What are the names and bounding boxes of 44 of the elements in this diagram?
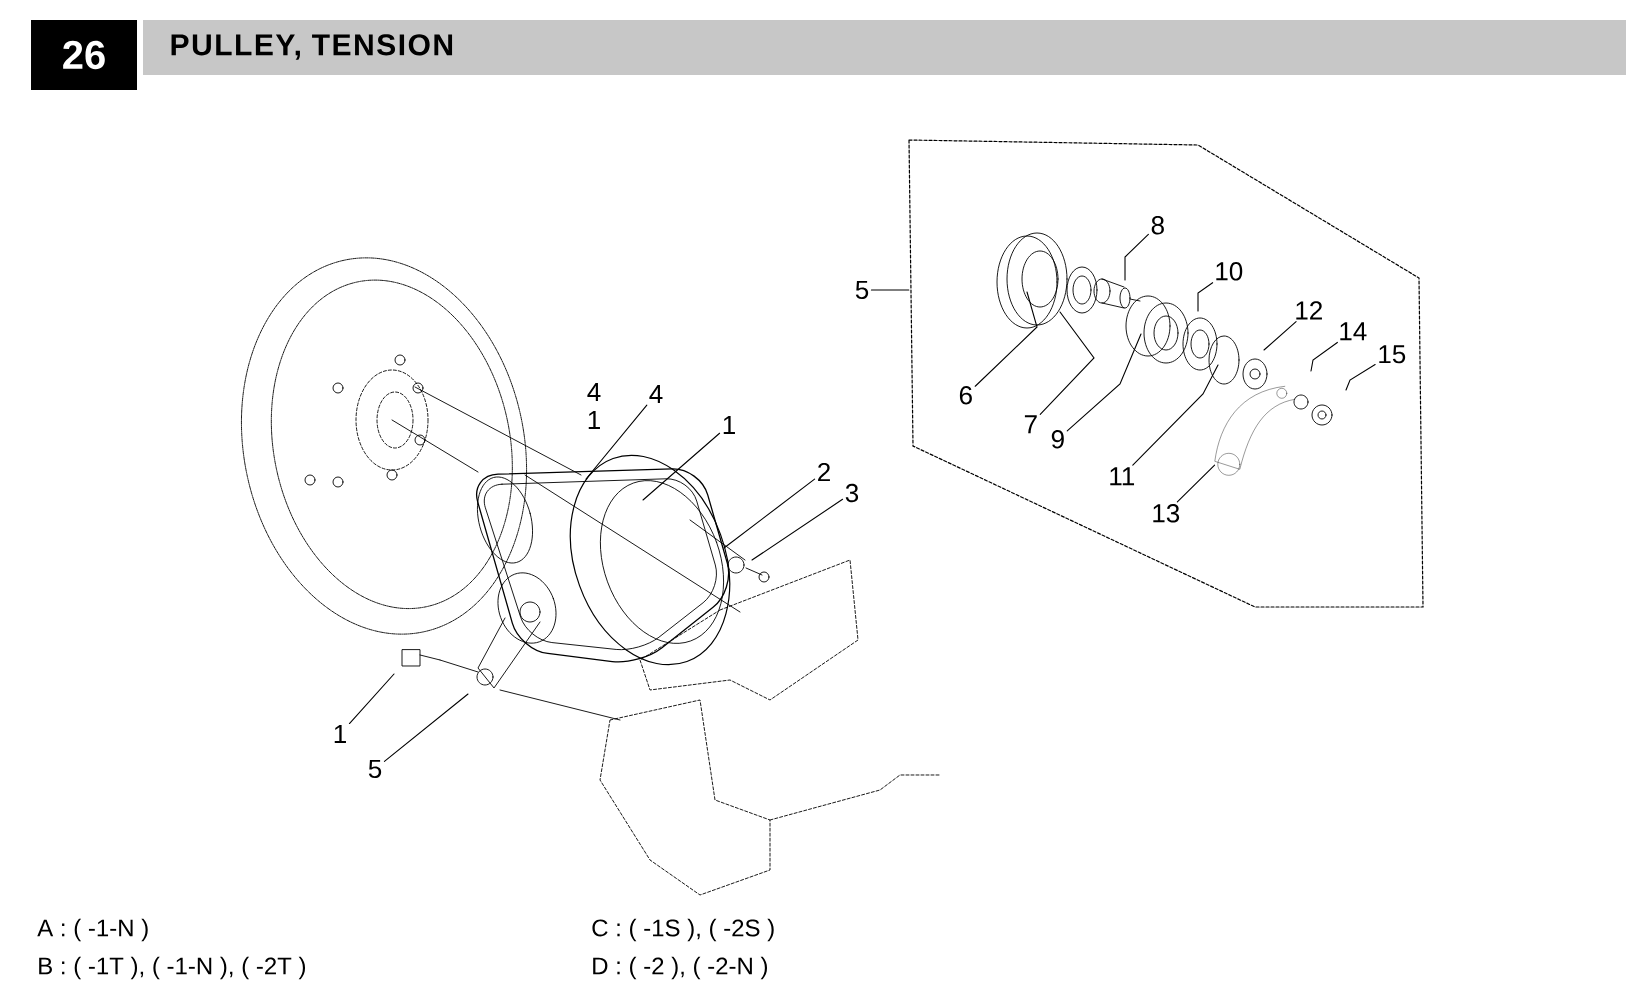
callout-number: 4	[587, 383, 601, 401]
callout-number: 9	[1051, 430, 1064, 449]
variant-note: D : ( -2 ), ( -2-N )	[593, 956, 767, 980]
leader-line	[751, 498, 844, 561]
title: PULLEY, TENSION	[171, 34, 453, 60]
callout-number: 15	[1379, 345, 1406, 364]
callout-number: 1	[588, 411, 600, 429]
variant-note: C : ( -1S ), ( -2S )	[592, 918, 774, 942]
callout-number: 14	[1340, 322, 1367, 341]
leader-line	[1197, 282, 1214, 312]
tension-arm-drawing	[1214, 386, 1295, 476]
leader-line	[1039, 311, 1095, 415]
dashed-outline	[908, 139, 1424, 608]
leader-line	[870, 289, 910, 291]
leader-line	[723, 478, 816, 549]
leader-line	[1066, 333, 1142, 432]
leader-line	[383, 693, 469, 762]
leader-line	[1310, 341, 1338, 372]
variant-note: B : ( -1T ), ( -1-N ), ( -2T )	[39, 956, 306, 980]
callout-number: 4	[649, 385, 663, 403]
callout-number: 12	[1296, 301, 1322, 320]
callout-number: 11	[1110, 467, 1135, 486]
callout-number: 13	[1153, 504, 1180, 523]
leader-line	[1345, 364, 1376, 391]
callout-number: 7	[1024, 415, 1037, 434]
callout-number: 5	[368, 759, 382, 779]
leader-line	[642, 432, 721, 501]
leader-line	[585, 404, 648, 480]
callout-number: 10	[1216, 262, 1243, 281]
leader-line	[974, 291, 1038, 387]
callout-number: 1	[723, 416, 735, 434]
leader-line	[348, 673, 395, 725]
callout-number: 2	[818, 462, 830, 482]
variant-note: A : ( -1-N )	[37, 918, 148, 942]
callout-number: 1	[334, 725, 346, 743]
leader-line	[1263, 321, 1297, 351]
leader-line	[1132, 364, 1219, 466]
leader-line	[1176, 464, 1216, 503]
callout-number: 3	[845, 483, 859, 503]
leader-line	[1124, 233, 1149, 281]
callout-number: 5	[855, 280, 869, 300]
callout-number: 6	[959, 386, 972, 405]
section-number: 26	[31, 20, 137, 90]
callout-number: 8	[1151, 216, 1164, 235]
